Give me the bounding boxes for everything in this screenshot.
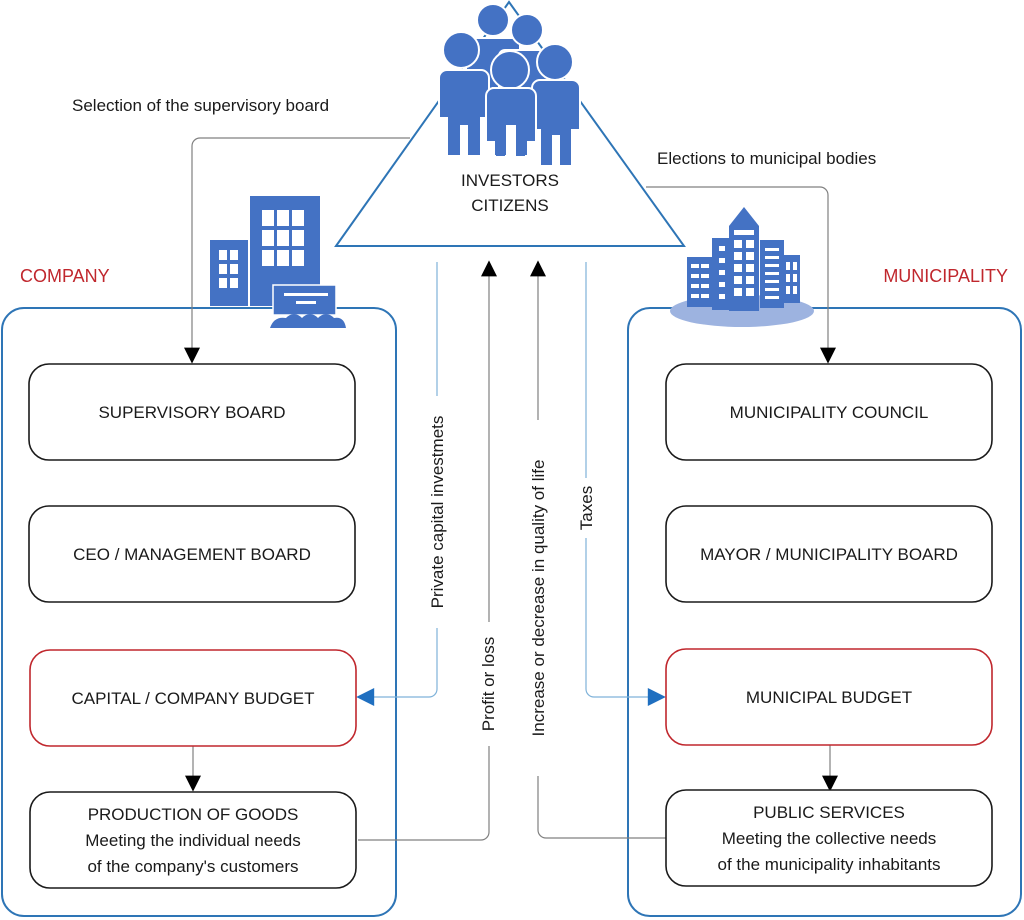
selection-connector [184, 137, 410, 364]
quality-of-life-connector [530, 260, 666, 839]
people-group-icon [438, 3, 581, 167]
company-box-sublabel: Meeting the individual needs [85, 831, 300, 850]
municipality-box-label: PUBLIC SERVICES [753, 803, 905, 822]
municipality-box-mayor-board[interactable]: MAYOR / MUNICIPALITY BOARD [665, 505, 993, 603]
municipality-box-label: MAYOR / MUNICIPALITY BOARD [700, 545, 958, 564]
taxes-connector [585, 262, 666, 706]
profit-loss-connector [358, 260, 497, 841]
company-box-ceo-management[interactable]: CEO / MANAGEMENT BOARD [28, 505, 356, 603]
elections-connector [646, 186, 836, 364]
company-frame [1, 307, 397, 917]
company-box-sublabel: of the company's customers [87, 857, 298, 876]
company-box-supervisory-board[interactable]: SUPERVISORY BOARD [28, 363, 356, 461]
apex-label-investors: INVESTORS [461, 171, 559, 190]
municipality-frame [627, 307, 1022, 917]
municipality-box-municipal-budget[interactable]: MUNICIPAL BUDGET [665, 648, 993, 746]
company-title: COMPANY [20, 266, 110, 286]
elections-label: Elections to municipal bodies [657, 149, 876, 168]
company-box-capital-budget[interactable]: CAPITAL / COMPANY BUDGET [29, 649, 357, 747]
municipality-box-sublabel: Meeting the collective needs [722, 829, 937, 848]
taxes-label: Taxes [577, 486, 596, 530]
municipality-box-council[interactable]: MUNICIPALITY COUNCIL [665, 363, 993, 461]
city-buildings-icon [670, 207, 814, 327]
municipality-box-label: MUNICIPAL BUDGET [746, 688, 912, 707]
quality-of-life-label: Increase or decrease in quality of life [529, 460, 548, 737]
company-box-label: CAPITAL / COMPANY BUDGET [71, 689, 314, 708]
apex-label-citizens: CITIZENS [471, 196, 548, 215]
municipality-box-public-services[interactable]: PUBLIC SERVICES Meeting the collective n… [665, 789, 993, 887]
company-building-icon [210, 196, 346, 328]
municipality-box-label: MUNICIPALITY COUNCIL [730, 403, 929, 422]
company-box-label: PRODUCTION OF GOODS [88, 805, 299, 824]
municipality-box-sublabel: of the municipality inhabitants [717, 855, 940, 874]
private-capital-connector [356, 262, 438, 706]
company-box-production-of-goods[interactable]: PRODUCTION OF GOODS Meeting the individu… [29, 791, 357, 889]
municipality-title: MUNICIPALITY [883, 266, 1008, 286]
company-box-label: CEO / MANAGEMENT BOARD [73, 545, 311, 564]
selection-label: Selection of the supervisory board [72, 96, 329, 115]
private-capital-label: Private capital investmets [428, 416, 447, 609]
profit-loss-label: Profit or loss [479, 637, 498, 731]
company-box-label: SUPERVISORY BOARD [98, 403, 285, 422]
